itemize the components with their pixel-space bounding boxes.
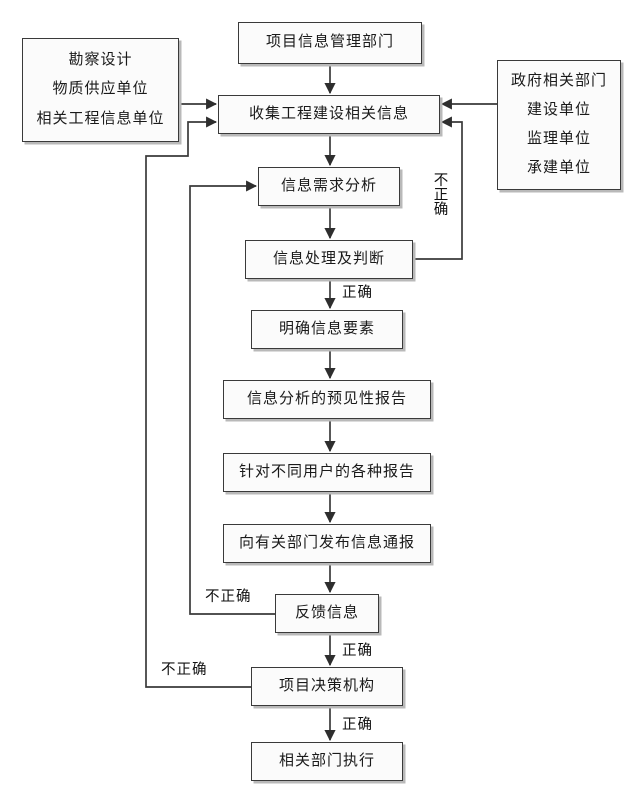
- node-line: 信息需求分析: [280, 177, 377, 194]
- node-line: 项目决策机构: [278, 677, 375, 694]
- node-process-judge[interactable]: 信息处理及判断: [245, 240, 413, 279]
- node-collect-info[interactable]: 收集工程建设相关信息: [218, 95, 440, 134]
- node-line: 勘察设计: [68, 52, 133, 69]
- node-predictive-report[interactable]: 信息分析的预见性报告: [223, 380, 431, 419]
- node-line: 明确信息要素: [278, 320, 375, 337]
- node-line: 信息分析的预见性报告: [246, 390, 407, 407]
- node-info-mgmt-dept[interactable]: 项目信息管理部门: [238, 22, 422, 64]
- node-dept-execute[interactable]: 相关部门执行: [251, 742, 403, 781]
- node-line: 政府相关部门: [510, 72, 607, 89]
- node-line: 反馈信息: [294, 604, 359, 621]
- node-line: 物质供应单位: [52, 81, 149, 98]
- node-line: 相关工程信息单位: [36, 110, 165, 127]
- node-line: 承建单位: [526, 160, 591, 177]
- edge-label-correct-feedback: 正确: [342, 643, 373, 659]
- node-line: 针对不同用户的各种报告: [238, 463, 415, 480]
- edge-label-incorrect-decision: 不正确: [161, 662, 208, 678]
- edge-label-correct-process: 正确: [342, 285, 373, 301]
- node-sources-right[interactable]: 政府相关部门 建设单位 监理单位 承建单位: [497, 60, 621, 190]
- edge-label-incorrect-process: 不正确: [431, 172, 448, 216]
- node-clarify-elements[interactable]: 明确信息要素: [251, 310, 403, 349]
- node-user-reports[interactable]: 针对不同用户的各种报告: [223, 453, 431, 492]
- edge-label-incorrect-feedback: 不正确: [205, 589, 252, 605]
- node-line: 项目信息管理部门: [265, 34, 394, 51]
- node-decision-body[interactable]: 项目决策机构: [251, 667, 403, 706]
- node-publish-bulletin[interactable]: 向有关部门发布信息通报: [223, 524, 431, 563]
- node-line: 监理单位: [526, 131, 591, 147]
- edge-label-correct-decision: 正确: [342, 717, 373, 733]
- node-line: 信息处理及判断: [272, 250, 385, 267]
- node-demand-analysis[interactable]: 信息需求分析: [258, 167, 400, 206]
- node-line: 建设单位: [526, 101, 591, 118]
- node-feedback-info[interactable]: 反馈信息: [275, 594, 379, 633]
- node-sources-left[interactable]: 勘察设计 物质供应单位 相关工程信息单位: [22, 38, 179, 142]
- node-line: 向有关部门发布信息通报: [238, 534, 415, 551]
- node-line: 相关部门执行: [278, 752, 375, 769]
- node-line: 收集工程建设相关信息: [248, 105, 409, 122]
